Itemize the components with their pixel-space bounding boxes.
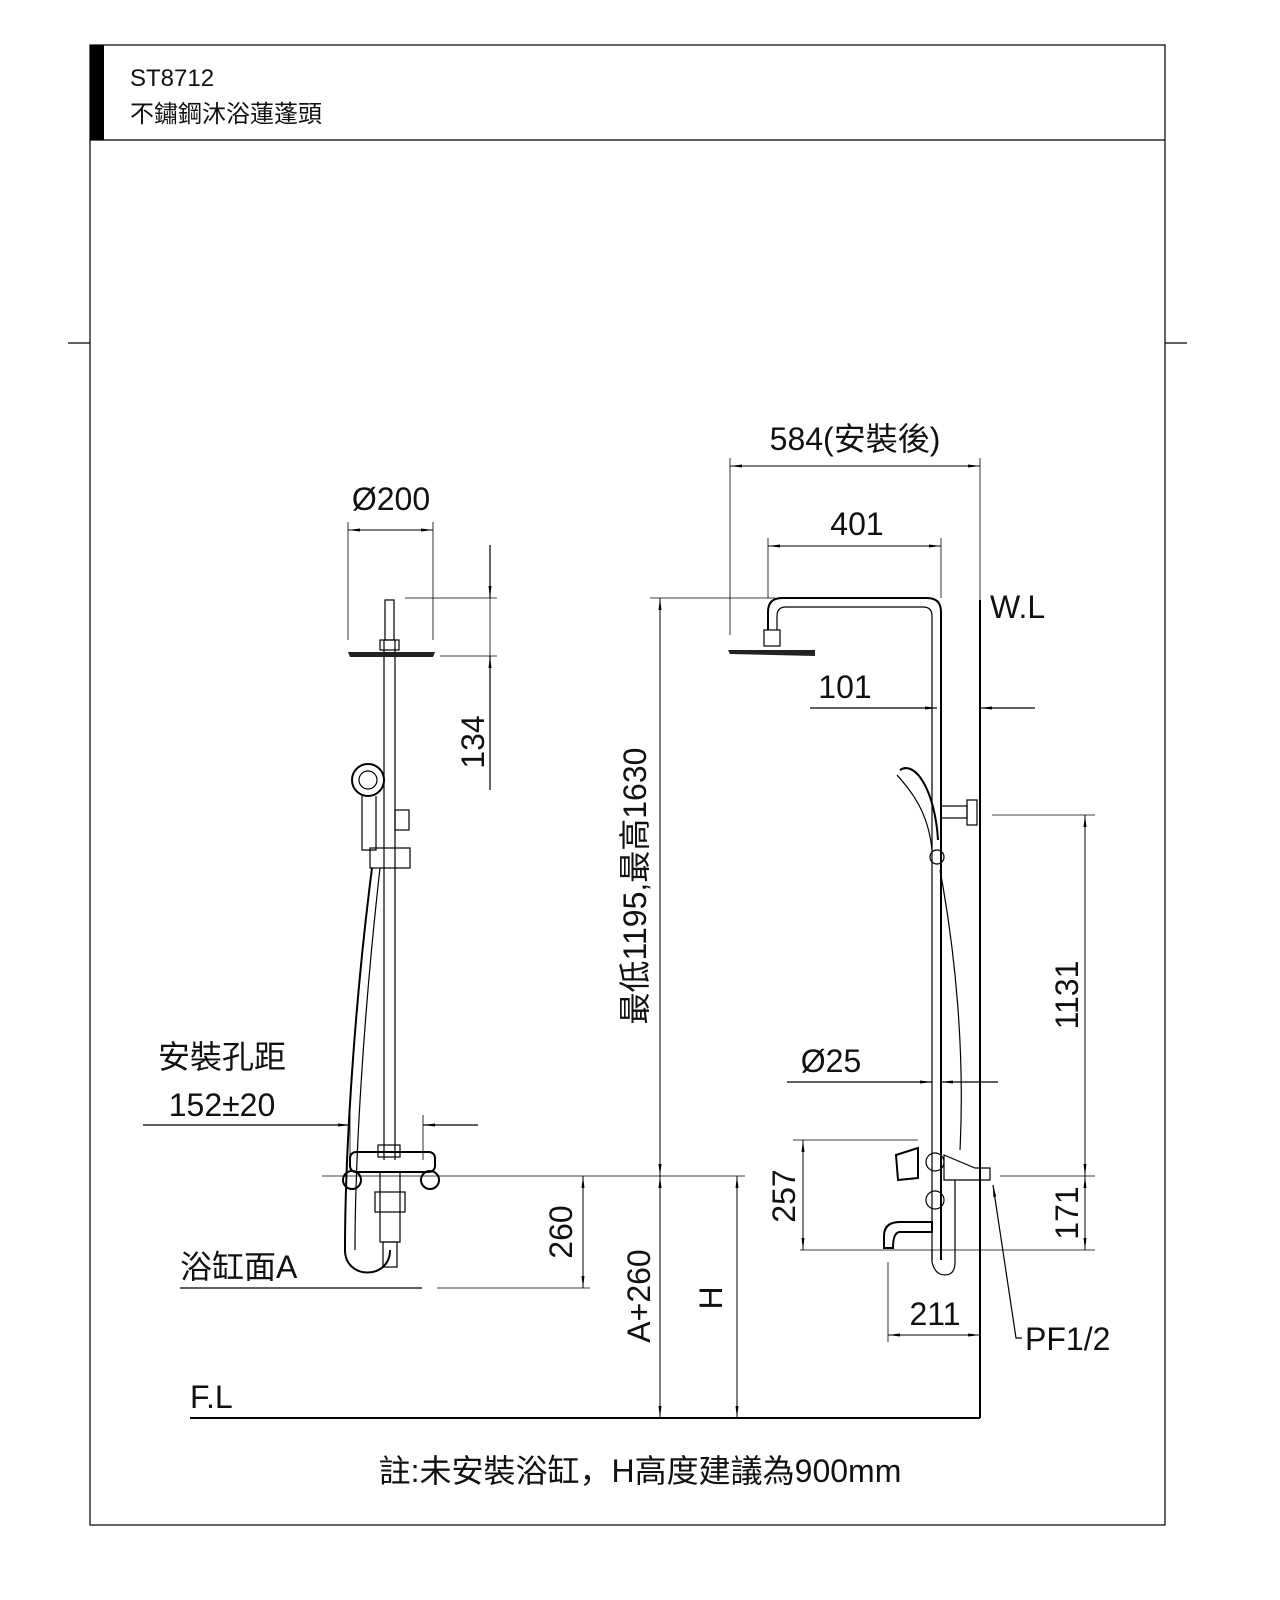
- label-head-drop: 134: [455, 715, 491, 768]
- thread-leader: [992, 1184, 1022, 1339]
- label-hole-distance-title: 安裝孔距: [158, 1039, 286, 1075]
- label-tub-surface: 浴缸面A: [180, 1249, 298, 1285]
- label-inlet-offset: 171: [1049, 1186, 1085, 1239]
- label-spout-drop: 257: [766, 1169, 802, 1222]
- label-wall-offset: 101: [818, 669, 871, 705]
- label-floor-line: F.L: [190, 1379, 233, 1415]
- installation-note: 註:未安裝浴缸，H高度建議為900mm: [379, 1453, 902, 1489]
- label-tub-height: H: [693, 1286, 729, 1309]
- label-height-range: 最低1195,最高1630: [617, 748, 653, 1025]
- label-head-diameter: Ø200: [352, 481, 430, 517]
- side-view: [728, 597, 991, 1418]
- label-arm-length: 401: [830, 506, 883, 542]
- drawing-frame: [89, 44, 1166, 1526]
- front-view: [342, 599, 440, 1274]
- label-bracket-height: 1131: [1049, 961, 1085, 1030]
- label-thread: PF1/2: [1025, 1321, 1110, 1357]
- label-wall-line: W.L: [990, 589, 1045, 625]
- header-bar: [90, 45, 104, 140]
- label-floor-to-mixer: A+260: [621, 1249, 657, 1342]
- label-total-reach: 584(安裝後): [770, 421, 941, 457]
- label-hole-distance: 152±20: [169, 1087, 276, 1123]
- label-mixer-to-tub: 260: [543, 1205, 579, 1258]
- product-name: 不鏽鋼沐浴蓮蓬頭: [130, 101, 322, 128]
- label-pipe-diameter: Ø25: [801, 1043, 861, 1079]
- label-spout-reach: 211: [909, 1296, 960, 1332]
- model-number: ST8712: [130, 65, 214, 92]
